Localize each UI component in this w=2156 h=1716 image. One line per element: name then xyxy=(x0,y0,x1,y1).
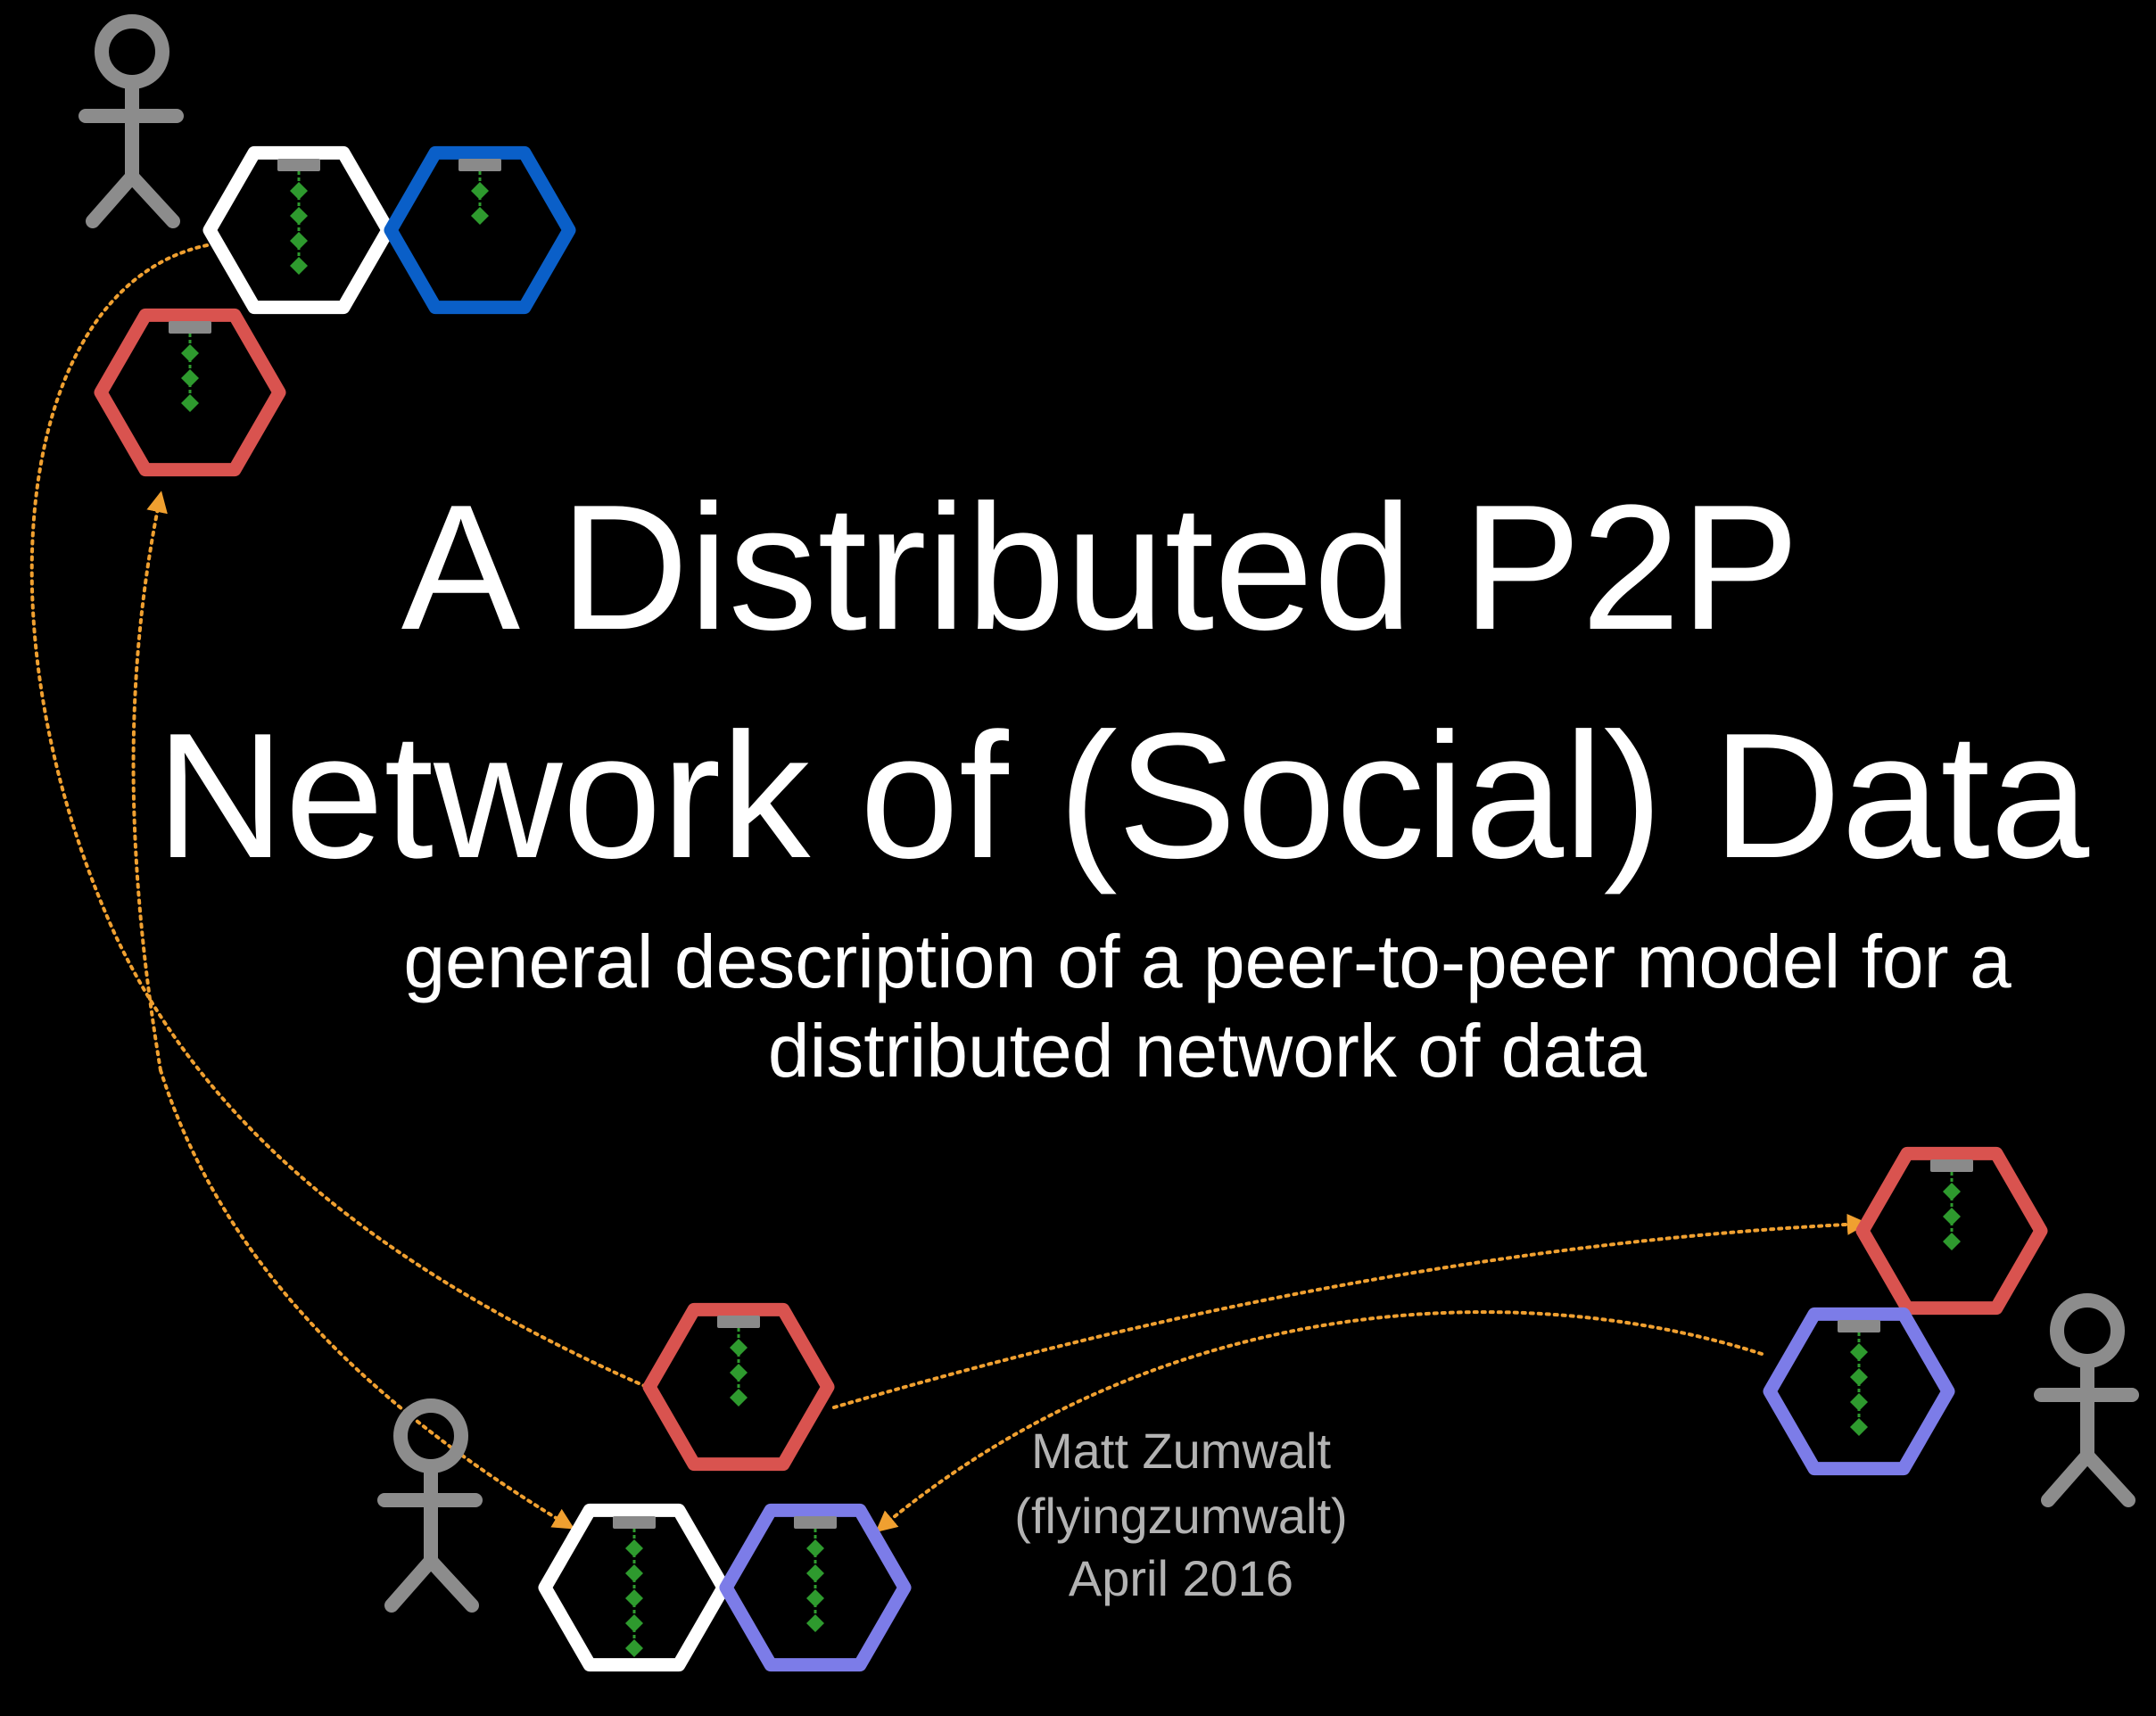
chain-block-diamond xyxy=(1850,1418,1868,1436)
hexagon-node-icon xyxy=(538,1503,731,1672)
chain-block-diamond xyxy=(806,1589,824,1607)
hash-chain-icon xyxy=(1838,1320,1880,1436)
chain-block-diamond xyxy=(625,1539,643,1557)
chain-block-diamond xyxy=(625,1589,643,1607)
chain-block-diamond xyxy=(806,1564,824,1582)
hash-chain-icon xyxy=(458,159,501,225)
stick-figure-icon xyxy=(2034,1293,2139,1507)
chain-head-block xyxy=(794,1516,837,1529)
hexagon-node-icon xyxy=(94,308,286,477)
people-layer xyxy=(78,14,2139,1613)
chain-block-diamond xyxy=(1850,1368,1868,1386)
chain-block-diamond xyxy=(181,369,199,387)
presentation-date: April 2016 xyxy=(1068,1550,1294,1606)
chain-block-diamond xyxy=(625,1564,643,1582)
chain-head-block xyxy=(613,1516,656,1529)
hash-chain-icon xyxy=(794,1516,837,1632)
hexagon-outline xyxy=(202,145,395,315)
chain-block-diamond xyxy=(290,182,308,200)
chain-head-block xyxy=(169,321,211,334)
hexagon-node-icon xyxy=(642,1302,835,1472)
slide-subtitle-line-1: general description of a peer-to-peer mo… xyxy=(403,920,2011,1003)
chain-head-block xyxy=(277,159,320,171)
author-handle: (flyingzumwalt) xyxy=(1014,1488,1348,1544)
hexagon-outline xyxy=(642,1302,835,1472)
hash-chain-icon xyxy=(717,1316,760,1407)
hexagon-node-icon xyxy=(202,145,395,315)
chain-block-diamond xyxy=(471,207,489,225)
hexagon-node-icon xyxy=(384,145,576,315)
hexagon-node-icon xyxy=(1763,1307,1955,1476)
hexagon-outline xyxy=(1855,1146,2048,1316)
hash-chain-icon xyxy=(1930,1159,1973,1250)
chain-block-diamond xyxy=(290,207,308,225)
replication-link-arrow xyxy=(159,1068,575,1530)
hexagon-outline xyxy=(94,308,286,477)
stick-figure-icon xyxy=(377,1398,483,1613)
figure-head xyxy=(393,1398,468,1473)
chain-block-diamond xyxy=(1943,1183,1961,1200)
hexagon-outline xyxy=(538,1503,731,1672)
hexagon-outline xyxy=(384,145,576,315)
chain-block-diamond xyxy=(181,394,199,412)
replication-link-arrow xyxy=(832,1213,1869,1409)
hexagon-node-icon xyxy=(1855,1146,2048,1316)
node-layer xyxy=(94,145,2048,1672)
hexagon-outline xyxy=(1763,1307,1955,1476)
slide-subtitle-line-2: distributed network of data xyxy=(767,1009,1648,1093)
chain-head-block xyxy=(717,1316,760,1328)
author-name: Matt Zumwalt xyxy=(1030,1423,1332,1479)
chain-block-diamond xyxy=(730,1389,748,1407)
replication-link-arrow xyxy=(29,243,648,1389)
figure-left-leg xyxy=(384,1554,438,1613)
chain-head-block xyxy=(1930,1159,1973,1172)
chain-block-diamond xyxy=(1943,1208,1961,1225)
figure-left-leg xyxy=(2041,1448,2094,1507)
chain-block-diamond xyxy=(625,1639,643,1657)
chain-block-diamond xyxy=(1850,1343,1868,1361)
chain-block-diamond xyxy=(290,257,308,275)
chain-block-diamond xyxy=(730,1339,748,1357)
chain-block-diamond xyxy=(1943,1233,1961,1250)
hash-chain-icon xyxy=(613,1516,656,1657)
chain-block-diamond xyxy=(806,1614,824,1632)
replication-link-arrow xyxy=(131,491,168,1072)
figure-right-leg xyxy=(424,1554,479,1613)
hash-chain-icon xyxy=(169,321,211,412)
figure-head xyxy=(95,14,169,89)
chain-head-block xyxy=(458,159,501,171)
hash-chain-icon xyxy=(277,159,320,275)
stick-figure-icon xyxy=(78,14,184,228)
figure-head xyxy=(2050,1293,2125,1368)
hexagon-outline xyxy=(719,1503,912,1672)
chain-block-diamond xyxy=(181,344,199,362)
chain-block-diamond xyxy=(471,182,489,200)
figure-right-leg xyxy=(2080,1448,2135,1507)
figure-left-leg xyxy=(86,169,139,228)
chain-block-diamond xyxy=(806,1539,824,1557)
hexagon-node-icon xyxy=(719,1503,912,1672)
slide-title-line-1: A Distributed P2P xyxy=(401,468,1800,667)
chain-block-diamond xyxy=(730,1364,748,1382)
figure-right-leg xyxy=(125,169,180,228)
chain-block-diamond xyxy=(1850,1393,1868,1411)
slide-title-line-2: Network of (Social) Data xyxy=(155,697,2090,895)
chain-head-block xyxy=(1838,1320,1880,1332)
chain-block-diamond xyxy=(290,232,308,250)
chain-block-diamond xyxy=(625,1614,643,1632)
replication-link-arrow xyxy=(875,1310,1764,1533)
link-layer xyxy=(29,243,1869,1533)
